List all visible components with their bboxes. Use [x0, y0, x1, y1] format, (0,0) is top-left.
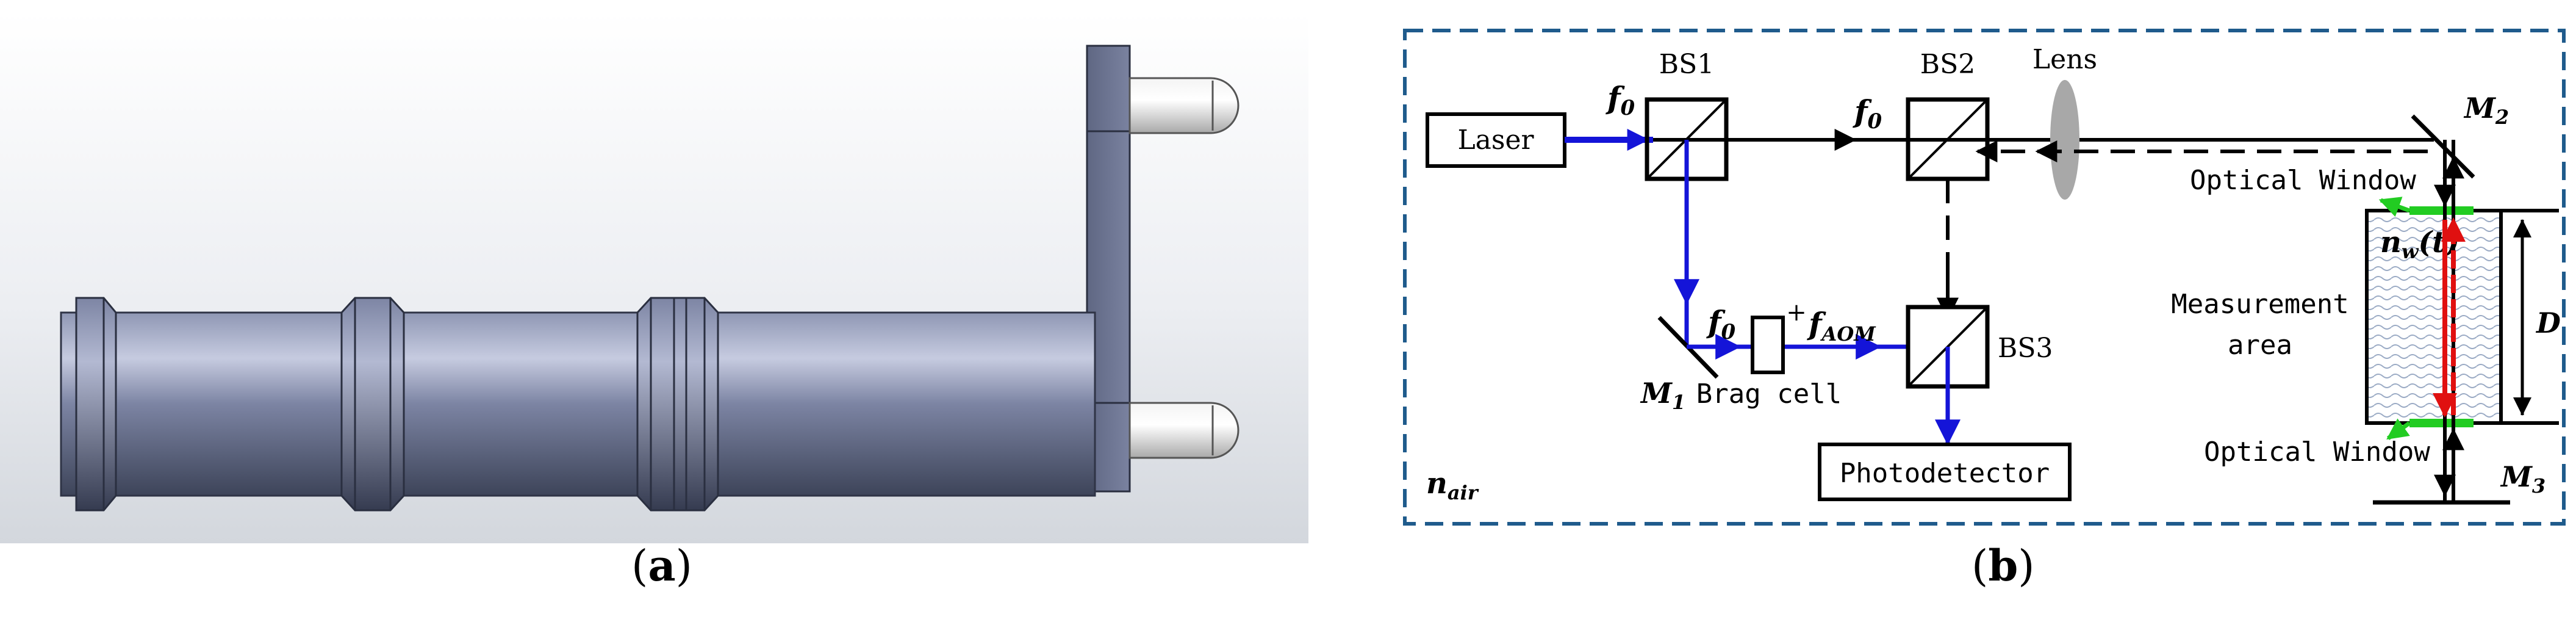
laser-label: Laser — [1457, 125, 1534, 156]
panel-a-render — [0, 12, 1308, 543]
bs1-label: BS1 — [1659, 49, 1714, 80]
d-label: D — [2535, 306, 2561, 339]
m1-label: M1 — [1640, 377, 1685, 414]
f0-label-2: f0 — [1853, 93, 1882, 134]
optical-window-top-label: Optical Window — [2190, 165, 2416, 196]
caption-b: (b) — [1971, 540, 2035, 591]
bs3-label: BS3 — [1998, 333, 2053, 364]
bs2-label: BS2 — [1920, 49, 1975, 80]
caption-b-letter: b — [1988, 540, 2018, 591]
nair-label: nair — [1426, 466, 1479, 504]
laser-box — [1426, 112, 1566, 168]
flange-rings — [75, 297, 719, 512]
caption-a-letter: a — [648, 540, 676, 591]
nw-label: nw(t) — [2380, 225, 2459, 263]
lens — [2050, 80, 2079, 200]
f0-label-3: f0 — [1706, 304, 1736, 344]
measurement-label-line2: area — [2228, 330, 2292, 361]
m2-label: M2 — [2463, 92, 2509, 129]
plus-sign: + — [1786, 299, 1807, 327]
m3-label: M3 — [2500, 460, 2546, 498]
upper-pin — [1128, 77, 1240, 134]
main-cylinder — [60, 311, 1096, 497]
brag-cell-label: Brag cell — [1696, 378, 1842, 410]
lens-label: Lens — [2032, 44, 2097, 75]
panel-b-diagram: Laser BS1 f0 f0 M1 f0 + Brag cell fAOM — [1403, 29, 2566, 526]
measurement-area — [2365, 209, 2503, 425]
optical-window-bottom-label: Optical Window — [2204, 436, 2430, 468]
photodetector-label: Photodetector — [1840, 458, 2050, 489]
dashed-border — [1403, 29, 2566, 526]
f0-label-1: f0 — [1606, 80, 1635, 120]
faom-label: fAOM — [1807, 306, 1876, 346]
caption-a: (a) — [631, 540, 692, 591]
lower-pin — [1128, 402, 1240, 459]
measurement-label-line1: Measurement — [2171, 289, 2348, 320]
photodetector-box — [1818, 443, 2072, 501]
brag-cell-box — [1751, 316, 1785, 374]
